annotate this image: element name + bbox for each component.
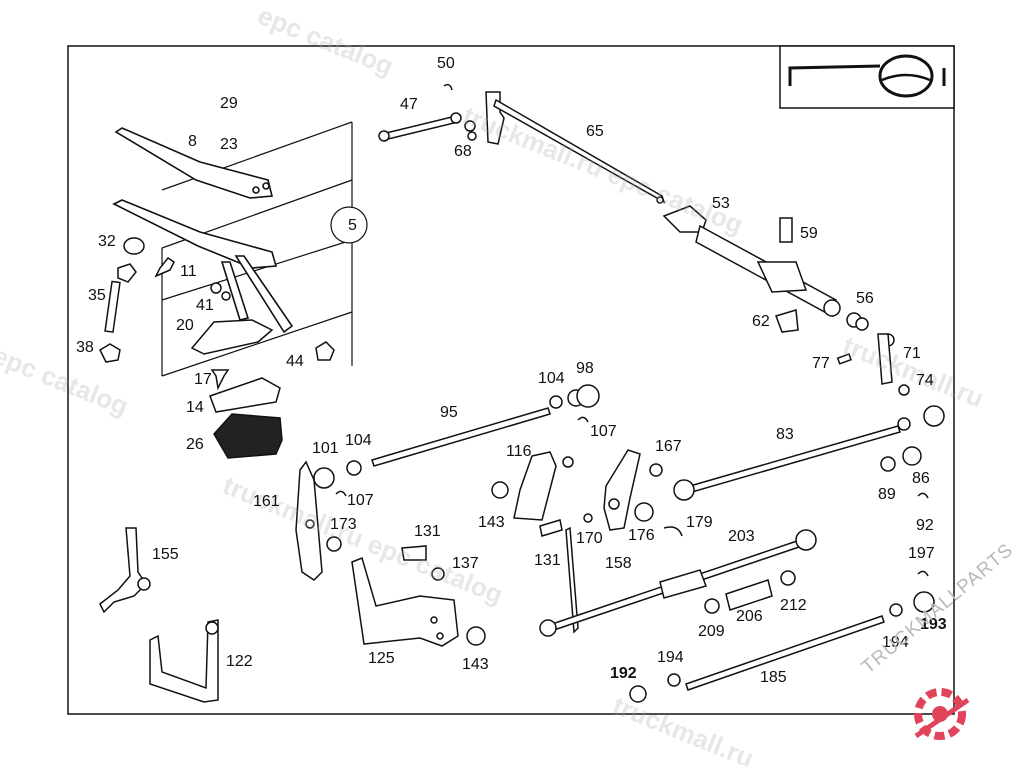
part-label: 41 bbox=[196, 297, 214, 314]
rod-203 bbox=[539, 529, 817, 637]
callout-5: 5 bbox=[348, 217, 357, 234]
part-label: 59 bbox=[800, 225, 818, 242]
part-label: 107 bbox=[347, 492, 374, 509]
group-5-bracket bbox=[161, 121, 368, 377]
part-label: 116 bbox=[506, 443, 532, 460]
part-label: 209 bbox=[698, 623, 725, 640]
part-label: 35 bbox=[88, 287, 106, 304]
part-label: 143 bbox=[478, 514, 505, 531]
part-label: 173 bbox=[330, 516, 357, 533]
part-label: 101 bbox=[312, 440, 339, 457]
cross-shaft-53 bbox=[662, 205, 841, 333]
part-label: 89 bbox=[878, 486, 896, 503]
part-label: 83 bbox=[776, 426, 794, 443]
diagram-frame bbox=[67, 45, 955, 715]
parts-diagram bbox=[67, 45, 955, 715]
rod-95 bbox=[371, 384, 600, 467]
part-label: 193 bbox=[920, 616, 947, 633]
part-label: 143 bbox=[462, 656, 489, 673]
part-label: 203 bbox=[728, 528, 755, 545]
part-label: 194 bbox=[882, 634, 909, 651]
right-fasteners bbox=[880, 446, 929, 577]
upper-linkage bbox=[378, 83, 666, 204]
part-label: 137 bbox=[452, 555, 479, 572]
part-label: 155 bbox=[152, 546, 179, 563]
part-label: 50 bbox=[437, 55, 455, 72]
part-label: 212 bbox=[780, 597, 807, 614]
part-label: 38 bbox=[76, 339, 94, 356]
steering-wheel-symbol-icon bbox=[779, 45, 955, 109]
middle-parts bbox=[295, 449, 683, 581]
part-label: 167 bbox=[655, 438, 682, 455]
rod-185 bbox=[629, 591, 935, 703]
part-label: 179 bbox=[686, 514, 713, 531]
pedal-arm-8 bbox=[114, 127, 274, 199]
part-label: 56 bbox=[856, 290, 874, 307]
rod-83 bbox=[673, 405, 945, 501]
part-label: 98 bbox=[576, 360, 594, 377]
part-label: 68 bbox=[454, 143, 472, 160]
part-label: 14 bbox=[186, 399, 204, 416]
part-label: 86 bbox=[912, 470, 930, 487]
part-label: 176 bbox=[628, 527, 655, 544]
part-label: 20 bbox=[176, 317, 194, 334]
part-label: 53 bbox=[712, 195, 730, 212]
part-label: 23 bbox=[220, 136, 238, 153]
part-label: 194 bbox=[657, 649, 684, 666]
part-label: 71 bbox=[903, 345, 921, 362]
part-label: 8 bbox=[188, 133, 197, 150]
part-label: 185 bbox=[760, 669, 787, 686]
right-small-parts bbox=[836, 312, 910, 396]
part-label: 170 bbox=[576, 530, 603, 547]
bracket-125 bbox=[351, 526, 579, 647]
part-label: 104 bbox=[345, 432, 372, 449]
part-label: 131 bbox=[534, 552, 561, 569]
part-label: 192 bbox=[610, 665, 637, 682]
pedal-arm-5 bbox=[112, 199, 294, 334]
part-label: 197 bbox=[908, 545, 935, 562]
part-label: 206 bbox=[736, 608, 763, 625]
part-label: 29 bbox=[220, 95, 238, 112]
part-label: 11 bbox=[180, 263, 197, 280]
part-label: 65 bbox=[586, 123, 604, 140]
part-label: 131 bbox=[414, 523, 441, 540]
part-label: 161 bbox=[253, 493, 280, 510]
part-label: 17 bbox=[194, 371, 212, 388]
part-label: 47 bbox=[400, 96, 418, 113]
part-label: 92 bbox=[916, 517, 934, 534]
left-small-parts bbox=[99, 237, 335, 459]
part-label: 77 bbox=[812, 355, 830, 372]
part-label: 122 bbox=[226, 653, 253, 670]
lower-left-parts bbox=[99, 527, 219, 703]
part-label: 74 bbox=[916, 372, 934, 389]
part-label: 158 bbox=[605, 555, 632, 572]
part-label: 44 bbox=[286, 353, 304, 370]
part-label: 107 bbox=[590, 423, 617, 440]
part-label: 26 bbox=[186, 436, 204, 453]
truckmallparts-logo-icon bbox=[914, 688, 970, 740]
part-label: 104 bbox=[538, 370, 565, 387]
part-label: 62 bbox=[752, 313, 770, 330]
part-label: 125 bbox=[368, 650, 395, 667]
part-label: 95 bbox=[440, 404, 458, 421]
part-label: 32 bbox=[98, 233, 116, 250]
